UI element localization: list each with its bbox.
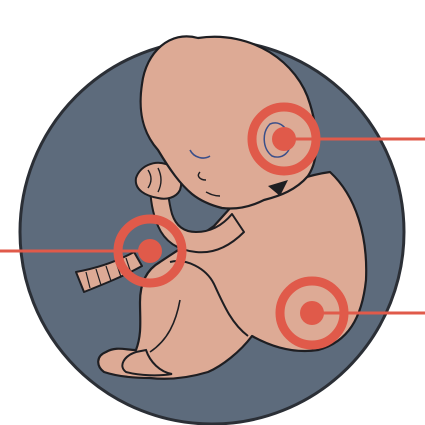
abdomen-marker-dot: [300, 301, 324, 325]
ear-marker-dot: [272, 127, 296, 151]
arm-marker-dot: [138, 239, 162, 263]
